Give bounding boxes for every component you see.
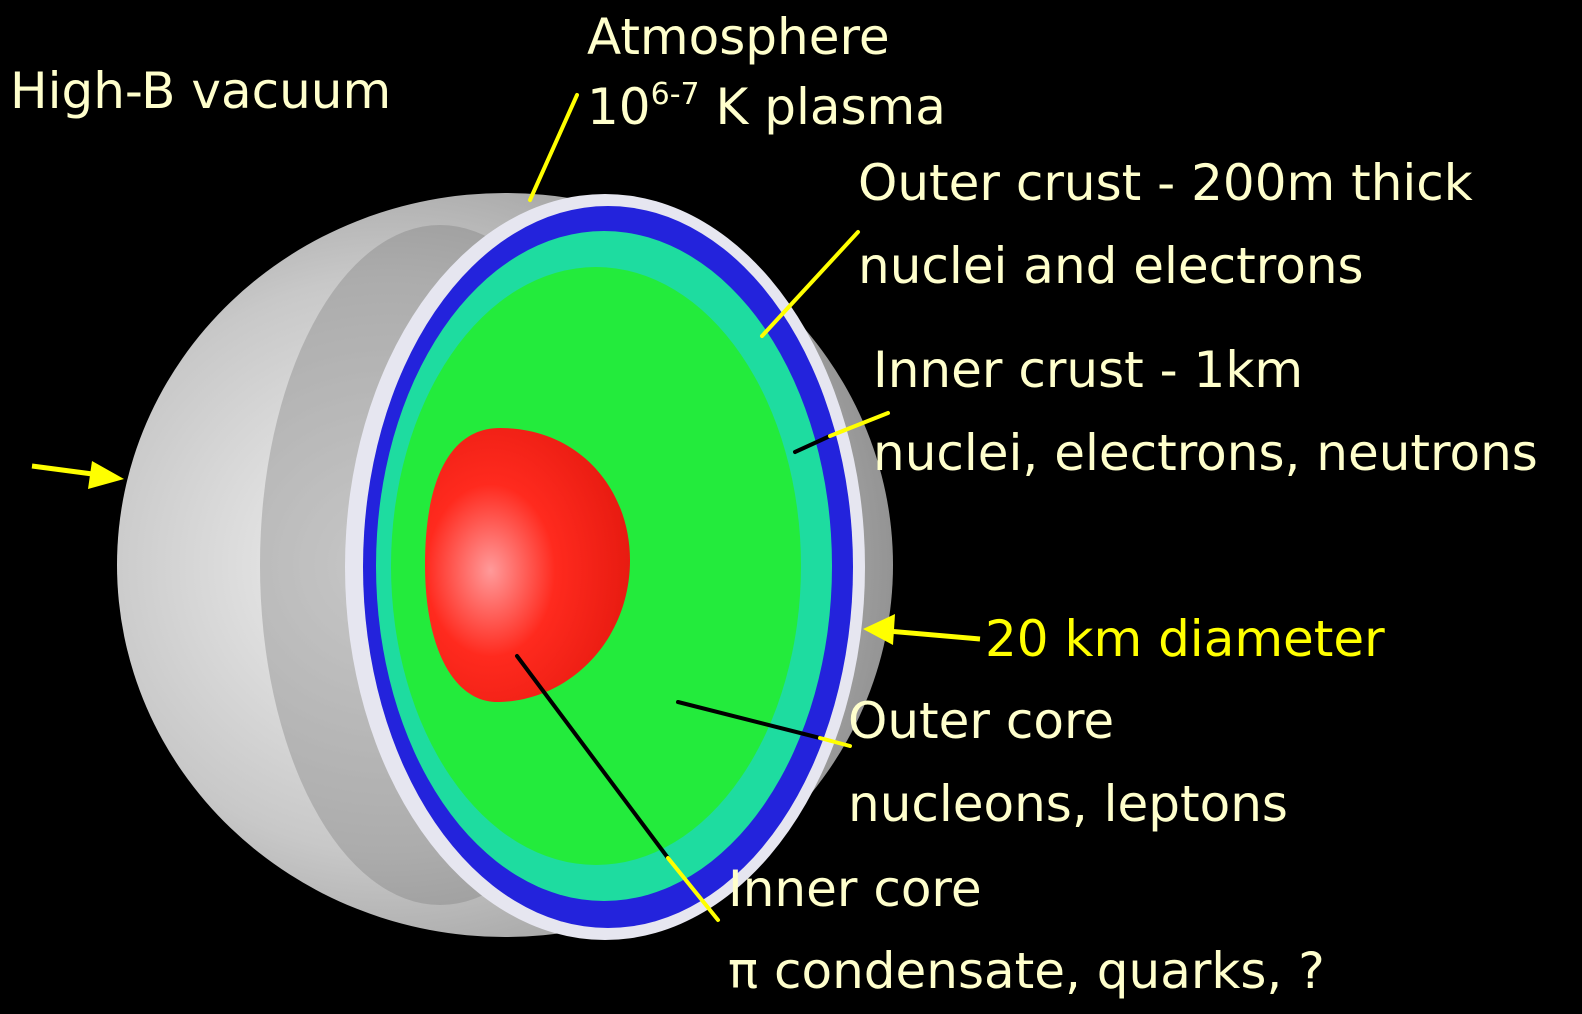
- diameter-arrows: [31, 461, 981, 645]
- inner-core-title: Inner core: [728, 860, 982, 918]
- outer-core-pointer: [818, 736, 852, 748]
- outer-core-desc: nucleons, leptons: [848, 775, 1288, 833]
- inner-crust-pointer: [828, 411, 890, 438]
- outer-crust-title: Outer crust - 200m thick: [858, 154, 1473, 212]
- pointer-lines: [515, 93, 890, 922]
- inner-crust-pointer-black: [793, 434, 832, 454]
- diameter-label: 20 km diameter: [985, 610, 1385, 668]
- inner-crust-desc: nuclei, electrons, neutrons: [873, 424, 1538, 482]
- inner-core-pointer: [666, 856, 720, 922]
- left-arrow-icon: [31, 461, 124, 489]
- vacuum-label: High-B vacuum: [10, 62, 392, 120]
- atmosphere-title: Atmosphere: [587, 8, 890, 66]
- outer-core-pointer-black: [676, 700, 822, 740]
- inner-core-desc: π condensate, quarks, ?: [728, 942, 1325, 1000]
- right-arrow-icon: [863, 614, 981, 645]
- atmosphere-exponent: 6-7: [650, 77, 700, 112]
- outer-crust-pointer: [760, 230, 860, 338]
- atmosphere-desc: 106-7 K plasma: [587, 80, 946, 133]
- atmosphere-pointer: [528, 93, 579, 202]
- inner-crust-title: Inner crust - 1km: [873, 341, 1304, 399]
- atmosphere-unit: K plasma: [699, 78, 946, 136]
- outer-crust-desc: nuclei and electrons: [858, 237, 1364, 295]
- inner-core-layer: [425, 428, 630, 703]
- outer-core-title: Outer core: [848, 692, 1115, 750]
- inner-core-pointer-black: [515, 654, 670, 860]
- atmosphere-base: 10: [587, 78, 651, 136]
